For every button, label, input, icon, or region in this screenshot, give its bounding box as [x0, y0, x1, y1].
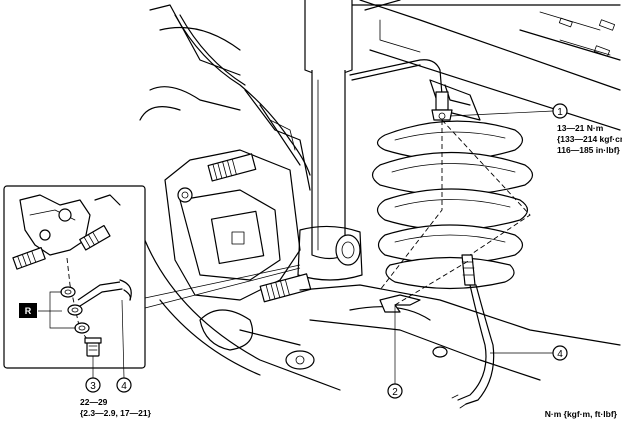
detail-inset	[3, 185, 146, 369]
callout-1: 1 13—21 N·m {133—214 kgf·cm, 116—185 in·…	[449, 103, 622, 155]
lower-control-arm	[239, 284, 621, 381]
replace-marker-label: R	[25, 306, 32, 316]
shock-absorber	[297, 0, 363, 281]
units-note: N·m {kgf·m, ft·lbf}	[545, 409, 618, 419]
brake-hose	[174, 14, 495, 409]
callout-2-number: 2	[392, 387, 398, 398]
brake-caliper-assembly	[129, 86, 341, 391]
callout-4-main: 4	[490, 345, 568, 361]
callout-1-torque-line-1: 13—21 N·m	[557, 123, 604, 133]
callout-1-torque-line-2: {133—214 kgf·cm,	[557, 134, 622, 144]
callout-4-inset: 4	[116, 299, 132, 393]
callout-3-number: 3	[90, 381, 96, 392]
bracket-part	[379, 294, 421, 313]
callout-3-torque-line-1: 22—29	[80, 397, 108, 407]
callout-1-torque-line-3: 116—185 in·lbf}	[557, 145, 621, 155]
replace-marker: R	[19, 303, 37, 318]
alignment-dashes	[379, 119, 531, 306]
callout-3-torque-line-2: {2.3—2.9, 17—21}	[80, 408, 152, 418]
callout-3: 3 22—29 {2.3—2.9, 17—21}	[80, 356, 152, 418]
body-structure	[149, 0, 621, 131]
callout-4-main-number: 4	[557, 349, 563, 360]
inset-leader-lines	[144, 264, 301, 309]
callout-2: 2	[387, 306, 403, 399]
callout-4-inset-number: 4	[121, 381, 127, 392]
coil-spring	[371, 120, 534, 290]
callout-1-number: 1	[557, 107, 563, 118]
